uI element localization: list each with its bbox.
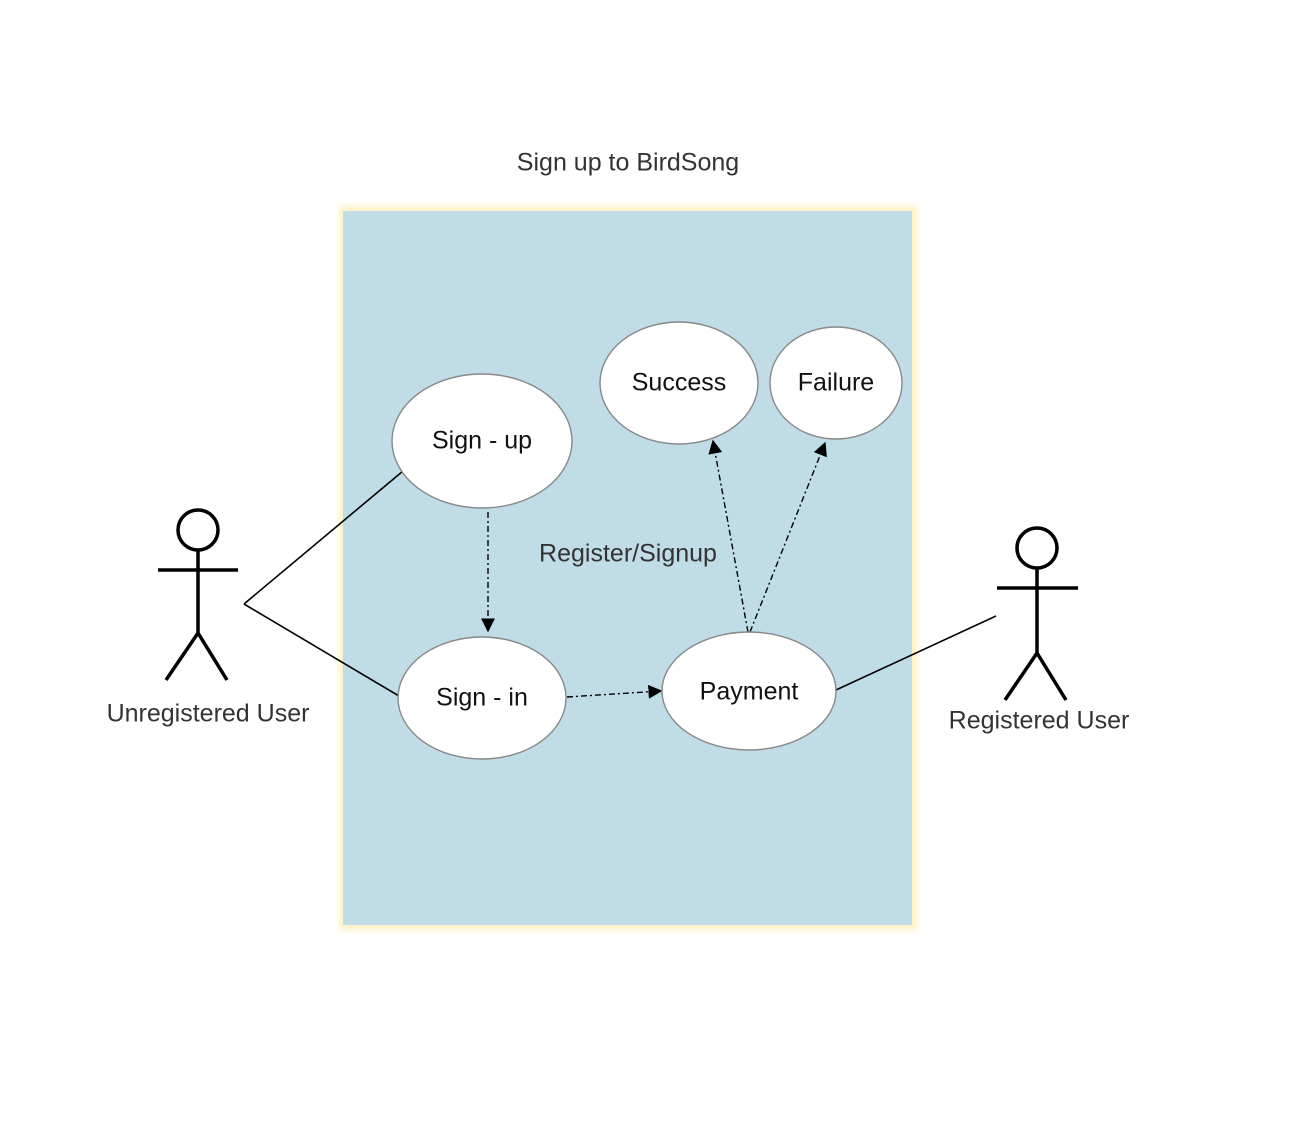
diagram-title: Sign up to BirdSong [516,148,740,177]
association-registered-payment [835,615,997,691]
usecase-failure-shape[interactable] [769,326,903,440]
dependency-payment-failure [749,441,827,633]
usecase-signup-label[interactable]: Sign - up [431,426,533,455]
usecase-success-shape[interactable] [599,321,759,445]
usecase-payment-shape[interactable] [661,631,837,751]
unregistered-user-stick-figure-icon [158,508,238,681]
association-unregistered-signup [243,470,404,605]
association-unregistered-signin [243,603,400,697]
system-boundary [343,211,912,925]
usecase-signin-shape[interactable] [397,636,567,760]
usecase-signin-label[interactable]: Sign - in [436,683,528,712]
registered-user-stick-figure-icon [997,526,1078,701]
usecase-failure-label[interactable]: Failure [797,368,875,397]
dependency-signin-payment [566,684,663,699]
edge-label-register-signup: Register/Signup [539,539,717,568]
usecase-signup-shape[interactable] [391,373,573,509]
actor-registered-user-label: Registered User [948,706,1130,735]
actor-unregistered-user-label: Unregistered User [106,699,310,728]
usecase-success-label[interactable]: Success [631,368,727,397]
usecase-payment-label[interactable]: Payment [699,677,799,706]
dependency-payment-success [708,439,749,633]
